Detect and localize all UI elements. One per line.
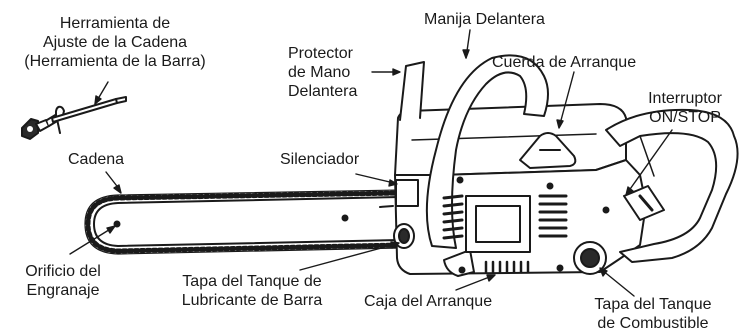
label-chain-tool: Herramienta de Ajuste de la Cadena (Herr… [4, 14, 226, 71]
label-sprocket-hole-line-2: Engranaje [26, 282, 100, 299]
label-chain-tool-line-2: Ajuste de la Cadena [42, 34, 188, 51]
saw-body [393, 54, 739, 277]
label-fuel-tank-cap-line-1: Tapa del Tanque [594, 296, 712, 313]
label-on-stop-switch-line-1: Interruptor [648, 90, 722, 107]
label-on-stop-switch: Interruptor ON/STOP [634, 89, 736, 127]
label-oil-tank-cap-line-1: Tapa del Tanque de [182, 273, 322, 290]
chain-adjust-tool [21, 96, 127, 140]
label-sprocket-hole: Orificio del Engranaje [8, 262, 118, 300]
label-chain-line-1: Cadena [68, 151, 125, 168]
label-oil-tank-cap: Tapa del Tanque de Lubricante de Barra [172, 272, 332, 310]
guide-bar [93, 196, 401, 247]
label-front-handle: Manija Delantera [424, 10, 545, 29]
label-hand-guard: Protector de Mano Delantera [288, 44, 357, 101]
label-chain-tool-line-1: Herramienta de [59, 15, 171, 32]
leader-lines [69, 29, 673, 297]
label-front-handle-line-1: Manija Delantera [424, 11, 545, 28]
label-sprocket-hole-line-1: Orificio del [25, 263, 101, 280]
label-muffler: Silenciador [280, 150, 359, 169]
label-fuel-tank-cap: Tapa del Tanque de Combustible [580, 295, 726, 333]
label-fuel-tank-cap-line-2: de Combustible [597, 315, 709, 332]
saw-chain [84, 189, 403, 255]
label-chain: Cadena [68, 150, 124, 169]
label-oil-tank-cap-line-2: Lubricante de Barra [181, 292, 323, 309]
label-starter-cord-line-1: Cuerda de Arranque [492, 54, 637, 71]
label-hand-guard-line-2: de Mano [288, 64, 351, 81]
label-starter-housing-line-1: Caja del Arranque [364, 293, 493, 310]
label-hand-guard-line-1: Protector [288, 45, 353, 62]
label-starter-housing: Caja del Arranque [364, 292, 492, 311]
label-chain-tool-line-3: (Herramienta de la Barra) [24, 53, 206, 70]
label-hand-guard-line-3: Delantera [288, 83, 358, 100]
label-on-stop-switch-line-2: ON/STOP [649, 109, 721, 126]
label-starter-cord: Cuerda de Arranque [492, 53, 636, 72]
label-muffler-line-1: Silenciador [280, 151, 360, 168]
